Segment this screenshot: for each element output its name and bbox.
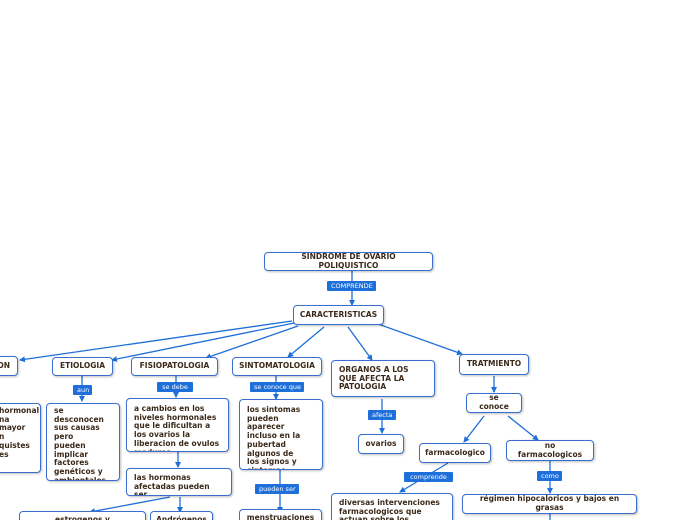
node-left-text[interactable]: hormonal na mayor n quistes es (0, 403, 41, 473)
node-farmacologico[interactable]: farmacologico (419, 443, 491, 463)
node-left-cut[interactable]: ON (0, 356, 18, 376)
node-no-farmacologicos[interactable]: no farmacologicos (506, 440, 594, 461)
node-hormonas[interactable]: las hormonas afectadas pueden ser (126, 468, 232, 496)
label-comprende-farma[interactable]: comprende (404, 472, 453, 482)
node-sintomatologia[interactable]: SINTOMATOLOGIA (232, 357, 322, 376)
node-etiologia[interactable]: ETIOLOGIA (52, 357, 113, 376)
label-se-debe[interactable]: se debe (157, 382, 193, 392)
node-menstruaciones[interactable]: menstruaciones (239, 509, 322, 520)
label-aun[interactable]: aun (73, 385, 92, 395)
node-cambios[interactable]: a cambios en los niveles hormonales que … (126, 398, 229, 452)
label-se-conoce-que[interactable]: se conoce que (250, 382, 304, 392)
node-root[interactable]: SÍNDROME DE OVARIO POLIQUISTICO (264, 252, 433, 271)
node-desconocen[interactable]: se desconocen sus causas pero pueden imp… (46, 403, 120, 481)
node-intervenciones[interactable]: diversas intervenciones farmacologicos q… (331, 493, 453, 520)
node-androgenos[interactable]: Andrógenos (150, 511, 213, 520)
node-ovarios[interactable]: ovarios (358, 434, 404, 454)
node-se-conoce[interactable]: se conoce (466, 393, 522, 413)
label-como[interactable]: como (537, 471, 562, 481)
node-fisiopatologia[interactable]: FISIOPATOLOGIA (131, 357, 218, 376)
node-regimen[interactable]: régimen hipocaloricos y bajos en grasas (462, 494, 637, 514)
node-organos[interactable]: ORGANOS A LOS QUE AFECTA LA PATOLOGIA (331, 360, 435, 397)
label-comprende[interactable]: COMPRENDE (327, 281, 376, 291)
label-pueden-ser[interactable]: pueden ser (255, 484, 299, 494)
node-tratamiento[interactable]: TRATMIENTO (459, 354, 529, 375)
node-caracteristicas[interactable]: CARACTERISTICAS (293, 305, 384, 325)
node-sintomas[interactable]: los sintomas pueden aparecer incluso en … (239, 399, 323, 470)
node-estrogenos[interactable]: estrogenos y progesterona (19, 511, 146, 520)
label-afecta[interactable]: afecta (368, 410, 396, 420)
